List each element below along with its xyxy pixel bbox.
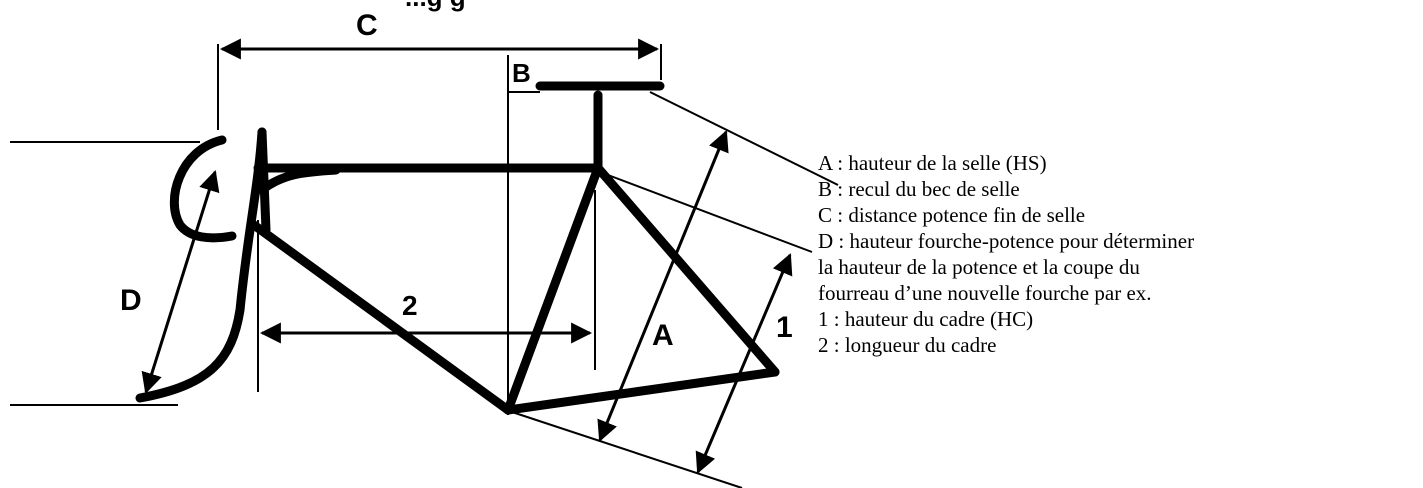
chain-stay bbox=[503, 367, 780, 415]
seat-tube bbox=[503, 163, 603, 415]
legend-line: B : recul du bec de selle bbox=[818, 177, 1020, 201]
down-tube bbox=[249, 220, 513, 415]
label-B: B bbox=[512, 58, 531, 88]
legend-line: 2 : longueur du cadre bbox=[818, 333, 997, 357]
dimension-D-arrow bbox=[141, 169, 220, 395]
legend: A : hauteur de la selle (HS) B : recul d… bbox=[818, 150, 1378, 358]
legend-line: D : hauteur fourche-potence pour détermi… bbox=[818, 229, 1195, 253]
fork bbox=[135, 127, 267, 403]
dimension-1-arrow bbox=[695, 253, 793, 474]
label-1: 1 bbox=[776, 311, 793, 344]
stem bbox=[257, 165, 341, 195]
legend-line: A : hauteur de la selle (HS) bbox=[818, 151, 1047, 175]
dimension-arrows bbox=[141, 38, 793, 474]
label-2: 2 bbox=[402, 290, 418, 321]
dimension-A-arrow bbox=[597, 130, 729, 442]
label-D: D bbox=[120, 284, 142, 317]
cropped-title: ...g g bbox=[405, 0, 466, 13]
guide-lines bbox=[10, 44, 839, 488]
head-tube bbox=[257, 127, 271, 235]
seat-stay bbox=[593, 163, 780, 377]
label-C: C bbox=[356, 9, 378, 42]
bike-frame bbox=[135, 81, 780, 415]
legend-line: C : distance potence fin de selle bbox=[818, 203, 1086, 227]
legend-line: 1 : hauteur du cadre (HC) bbox=[818, 307, 1034, 331]
legend-line: fourreau d’une nouvelle fourche par ex. bbox=[818, 281, 1152, 305]
label-A: A bbox=[652, 319, 674, 352]
legend-line: la hauteur de la potence et la coupe du bbox=[818, 255, 1140, 279]
handlebar bbox=[169, 135, 237, 243]
